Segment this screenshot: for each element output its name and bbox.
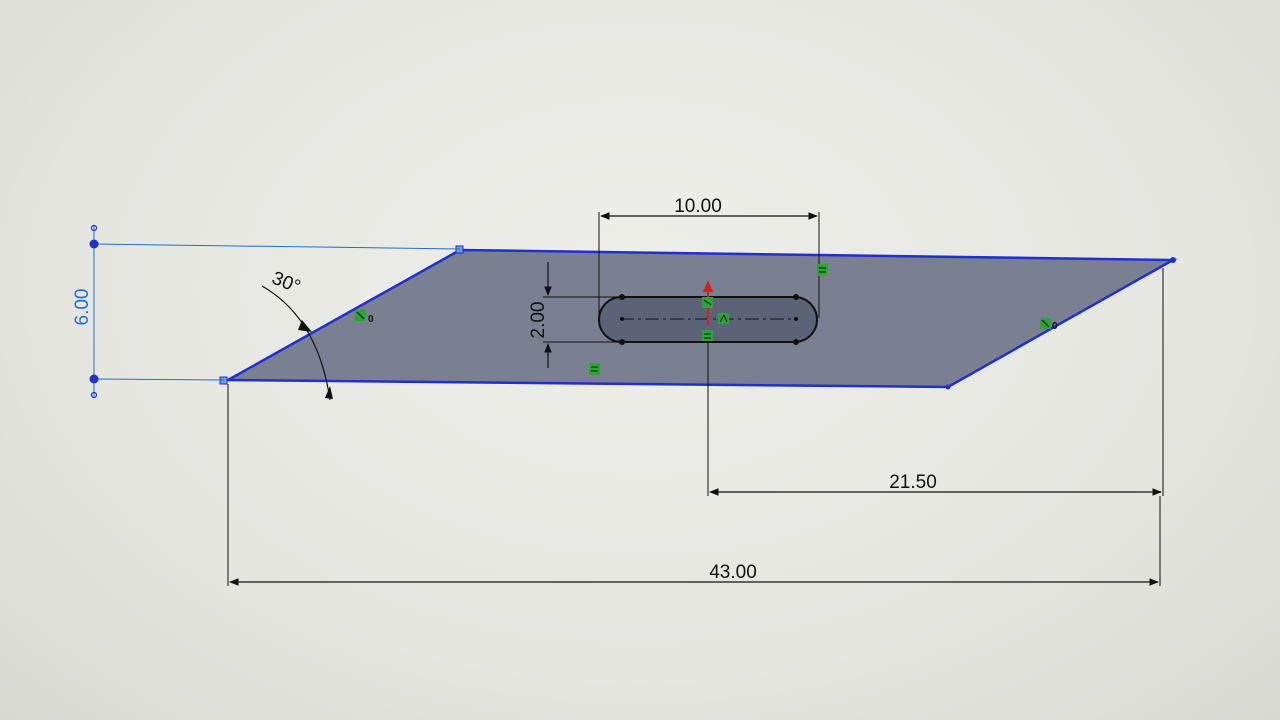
dimension-slot-width[interactable]: 2.00 [528, 262, 622, 368]
slot-point[interactable] [793, 294, 799, 300]
slot-point[interactable] [794, 317, 798, 321]
horizontal-relation-icon[interactable] [817, 264, 828, 276]
horizontal-relation-icon[interactable] [589, 363, 600, 375]
dimension-overall-length-text[interactable]: 43.00 [709, 562, 757, 583]
midpoint-relation-icon[interactable] [702, 297, 713, 308]
relation-index-right: 0 [1052, 321, 1058, 332]
dimension-height[interactable]: 6.00 [72, 224, 461, 399]
horizontal-relation-icon[interactable] [702, 330, 713, 341]
slot-point[interactable] [793, 339, 799, 345]
relation-index-left: 0 [368, 314, 374, 325]
dimension-slot-width-text[interactable]: 2.00 [528, 302, 549, 339]
dimension-slot-length[interactable]: 10.00 [598, 196, 820, 318]
dimension-height-text[interactable]: 6.00 [72, 289, 93, 326]
dimension-overall-length[interactable]: 43.00 [227, 384, 1161, 586]
dimension-slot-length-text[interactable]: 10.00 [674, 196, 722, 217]
dimension-slot-offset-text[interactable]: 21.50 [889, 472, 937, 493]
vertex-bottom-right[interactable] [945, 384, 951, 390]
vertex-top-left[interactable] [455, 245, 464, 254]
slot-point[interactable] [620, 317, 624, 321]
vertex-bottom-left[interactable] [219, 376, 228, 385]
parallel-relation-icon[interactable]: 0 [1040, 318, 1058, 332]
coincident-relation-icon[interactable] [718, 313, 729, 324]
parallel-relation-icon[interactable]: 0 [355, 310, 374, 325]
dimension-slot-offset[interactable]: 21.50 [707, 268, 1164, 496]
vertex-top-right[interactable] [1170, 257, 1176, 263]
